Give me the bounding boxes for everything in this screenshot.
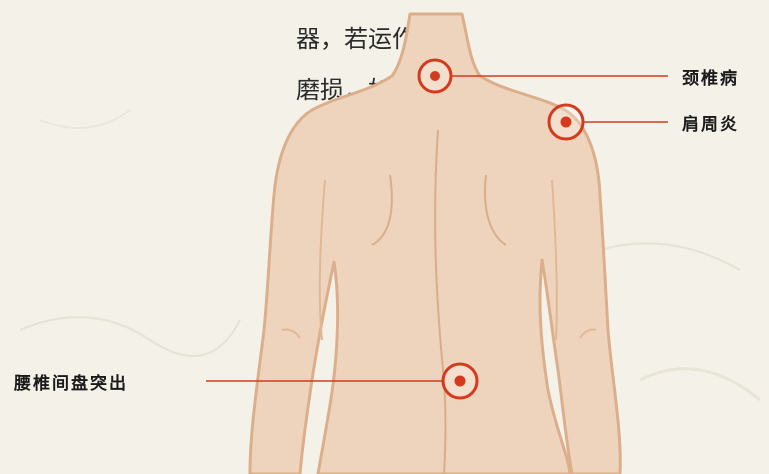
right-arm-line	[551, 179, 558, 341]
right-elbow-line	[579, 328, 597, 339]
left-arm-line	[318, 179, 326, 341]
label-shoulder: 肩周炎	[682, 115, 739, 135]
neck-marker-icon	[417, 58, 453, 94]
right-shoulder-blade	[484, 174, 507, 246]
label-lumbar: 腰椎间盘突出	[14, 374, 128, 394]
spine-line	[434, 129, 447, 474]
label-cervical: 颈椎病	[682, 69, 739, 89]
shoulder-marker-icon	[547, 103, 585, 141]
left-elbow-line	[281, 328, 301, 339]
left-shoulder-blade	[371, 174, 393, 246]
lumbar-marker-icon	[441, 362, 479, 400]
